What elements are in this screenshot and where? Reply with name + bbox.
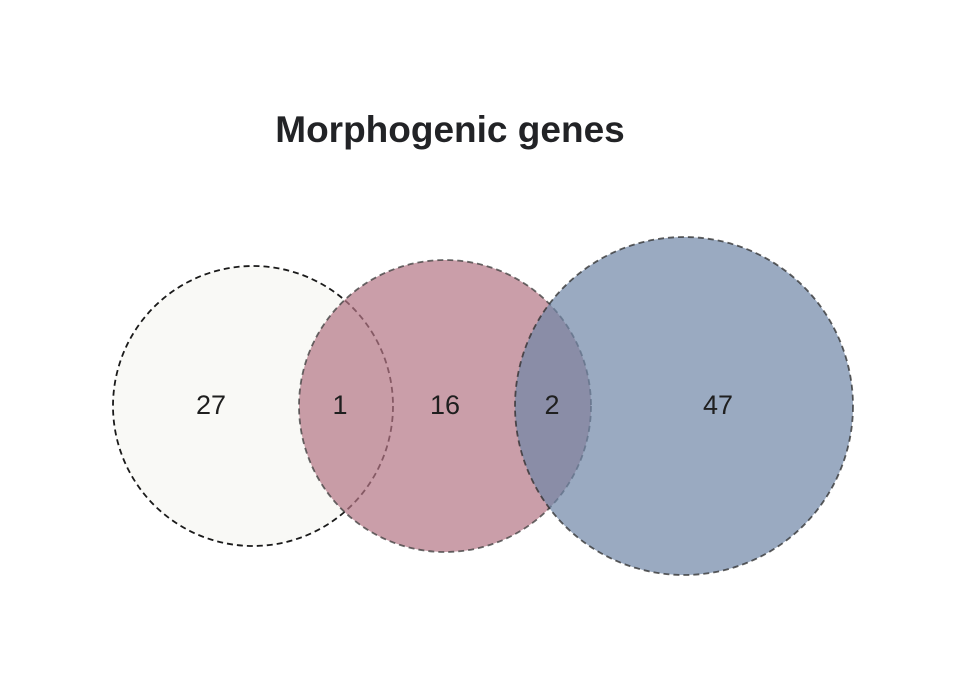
page-title: Morphogenic genes [275, 109, 625, 150]
venn-circle-set-3 [514, 236, 854, 576]
count-set-2-and-3: 2 [544, 390, 559, 420]
count-set-1-and-2: 1 [332, 390, 347, 420]
count-set-2-only: 16 [430, 390, 460, 420]
count-set-1-only: 27 [196, 390, 226, 420]
count-set-3-only: 47 [703, 390, 733, 420]
